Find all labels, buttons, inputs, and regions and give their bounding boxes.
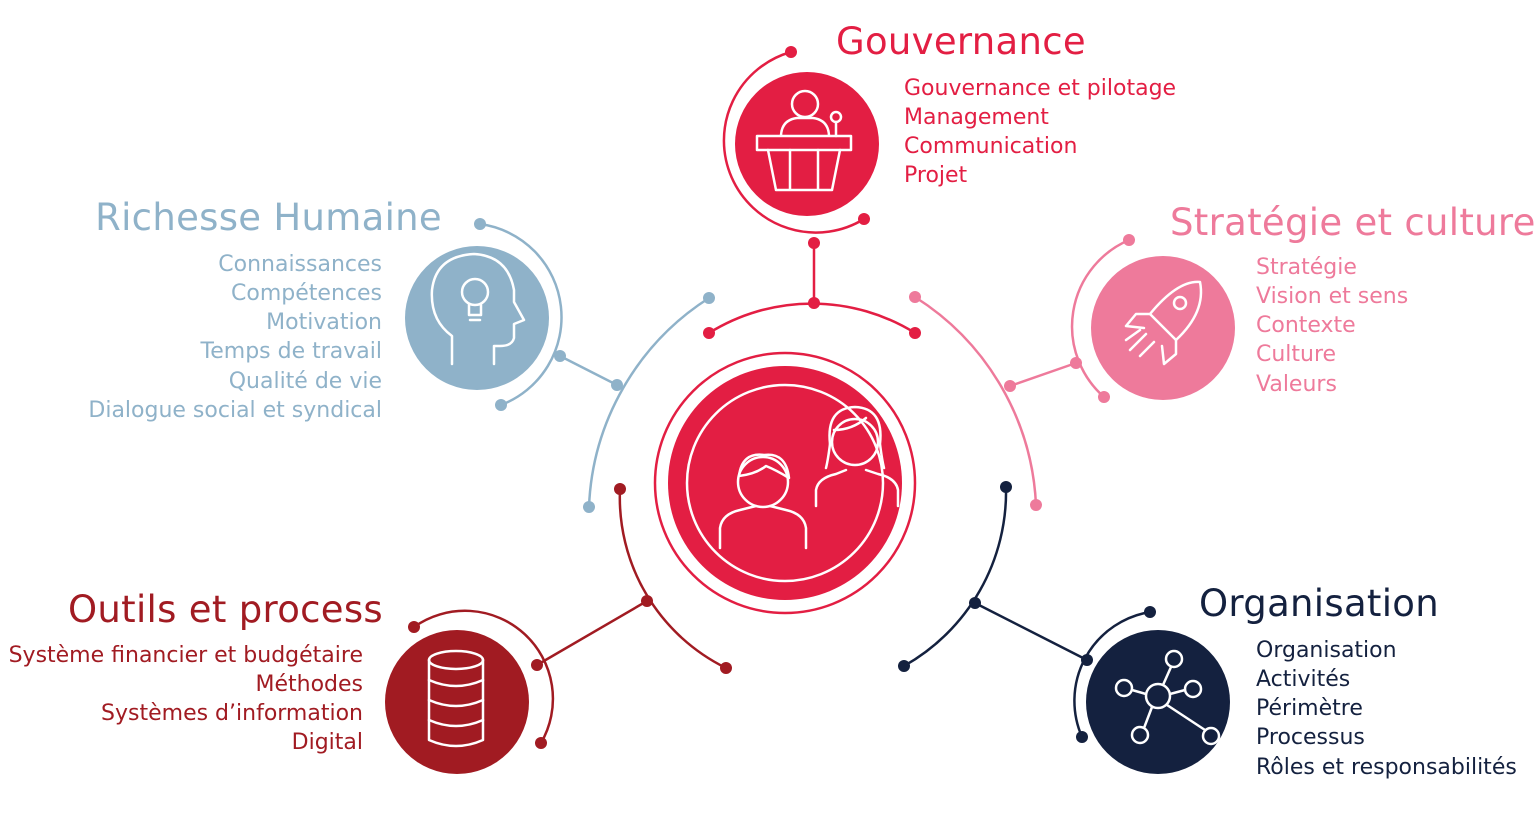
- gouvernance-list: Gouvernance et pilotage Management Commu…: [904, 74, 1176, 191]
- list-item: Gouvernance et pilotage: [904, 75, 1177, 101]
- richesse-node: [405, 218, 715, 513]
- two-people-icon: [718, 405, 900, 550]
- network-icon: [1114, 649, 1221, 746]
- richesse-list: Connaissances Compétences Motivation Tem…: [88, 250, 382, 425]
- list-item: Méthodes: [255, 671, 363, 697]
- list-item: Système financier et budgétaire: [8, 642, 363, 668]
- gouvernance-node: [703, 46, 921, 339]
- list-item: Compétences: [231, 280, 382, 306]
- gouvernance-title: Gouvernance: [836, 20, 1086, 63]
- list-item: Vision et sens: [1256, 283, 1409, 309]
- rocket-icon: [1124, 280, 1203, 366]
- list-item: Culture: [1256, 342, 1337, 368]
- organisation-list: Organisation Activités Périmètre Process…: [1256, 636, 1517, 782]
- outils-list: Système financier et budgétaire Méthodes…: [9, 641, 363, 758]
- database-icon: [427, 649, 485, 748]
- list-item: Digital: [291, 730, 363, 756]
- list-item: Temps de travail: [200, 339, 382, 365]
- outils-title: Outils et process: [68, 588, 383, 631]
- list-item: Management: [904, 104, 1049, 130]
- list-item: Systèmes d’information: [101, 701, 363, 727]
- strategie-block: Stratégie et culture Stratégie Vision et…: [1170, 201, 1536, 399]
- list-item: Processus: [1256, 725, 1365, 751]
- list-item: Communication: [904, 134, 1078, 160]
- list-item: Rôles et responsabilités: [1256, 754, 1517, 780]
- list-item: Valeurs: [1256, 371, 1337, 397]
- center-hub: [653, 351, 917, 615]
- list-item: Activités: [1256, 666, 1351, 692]
- gouvernance-block: Gouvernance Gouvernance et pilotage Mana…: [836, 20, 1176, 191]
- list-item: Qualité de vie: [228, 368, 382, 394]
- organisation-title: Organisation: [1199, 582, 1439, 625]
- richesse-title: Richesse Humaine: [95, 196, 442, 239]
- list-item: Organisation: [1256, 637, 1397, 663]
- strategie-title: Stratégie et culture: [1170, 201, 1536, 244]
- outils-block: Outils et process Système financier et b…: [9, 588, 383, 758]
- list-item: Projet: [904, 163, 968, 189]
- list-item: Motivation: [266, 310, 382, 336]
- list-item: Périmètre: [1256, 696, 1363, 722]
- list-item: Connaissances: [218, 251, 382, 277]
- list-item: Dialogue social et syndical: [88, 397, 382, 423]
- speaker-podium-icon: [755, 89, 853, 192]
- outils-node: [385, 483, 732, 774]
- organisation-node: [898, 481, 1230, 774]
- head-lightbulb-icon: [430, 252, 526, 366]
- list-item: Contexte: [1256, 313, 1356, 339]
- richesse-block: Richesse Humaine Connaissances Compétenc…: [88, 196, 442, 425]
- strategie-node: [909, 234, 1235, 511]
- organisation-block: Organisation Organisation Activités Péri…: [1199, 582, 1517, 782]
- list-item: Stratégie: [1256, 254, 1357, 280]
- strategie-list: Stratégie Vision et sens Contexte Cultur…: [1256, 253, 1536, 399]
